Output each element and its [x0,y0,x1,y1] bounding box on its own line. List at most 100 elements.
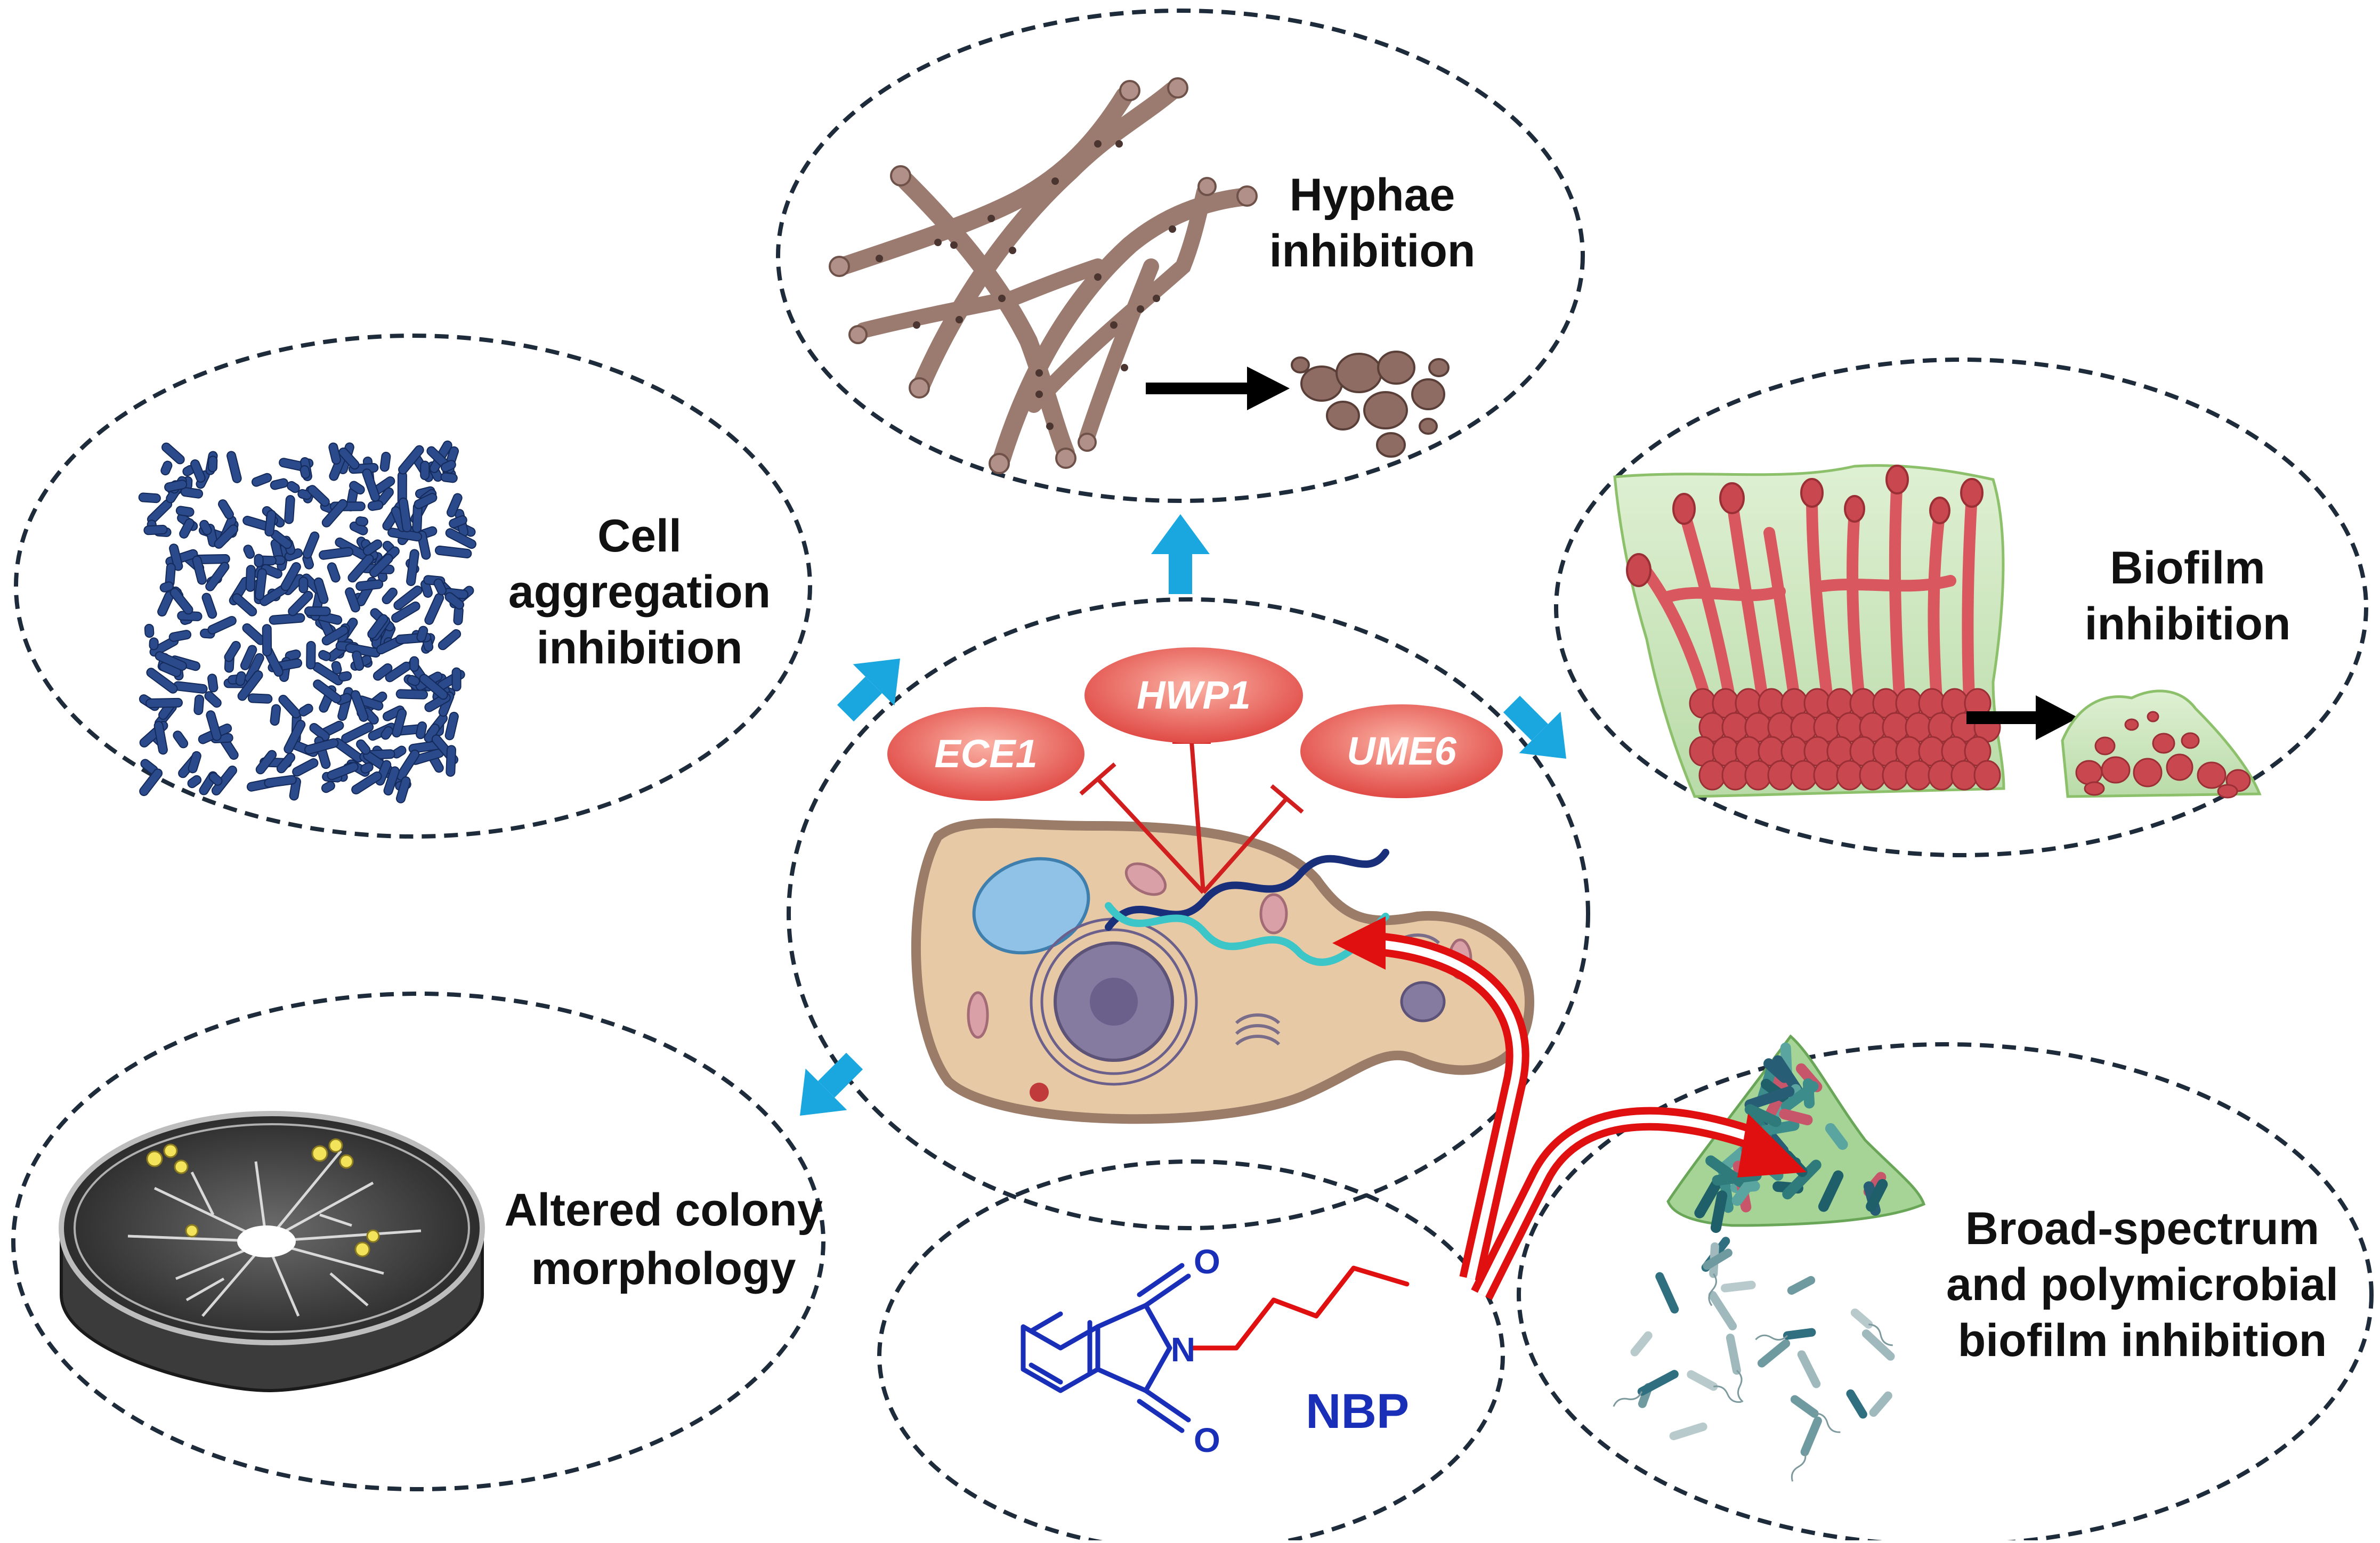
aggregate-cell [188,751,201,774]
aggregate-cell [434,545,472,558]
aggregate-cell [304,738,339,754]
nitrogen-atom: N [1171,1330,1195,1369]
aggregate-cell [208,772,223,786]
biofilm-base-cell [1973,760,2001,791]
broad-label-line-1: Broad-spectrum [1965,1203,2319,1254]
biofilm-base-cell [1950,760,1978,791]
aggregate-cell [341,722,374,743]
microbe [1720,1280,1756,1293]
aggregate-cell [406,549,419,586]
biofilm-rod [1710,1190,1728,1233]
aggregate-cell [247,693,273,704]
aggregate-cell [356,739,371,755]
aggregate-cell [362,468,381,502]
aggregate-cell [175,506,195,517]
aggregate-cell [179,518,195,539]
hyphae-label-line-1: Hyphae [1290,169,1455,221]
aggregate-cell [347,554,374,583]
aggregate-cell [327,762,359,781]
biofilm-rod [1802,1078,1815,1109]
aggregation-label-line-3: inhibition [537,622,743,673]
reduced-biofilm-icon [2061,689,2262,799]
aggregate-cell [373,663,393,681]
aggregate-cell [232,593,257,616]
aggregate-cell [420,460,430,481]
aggregate-cell [284,720,306,754]
aggregate-cell [297,489,312,500]
gene-label-ece1: ECE1 [934,732,1037,776]
biofilm-base-cell [1790,760,1818,791]
aggregate-cell [398,497,412,533]
aggregate-cell [206,710,222,741]
hyphae-label-line-2: inhibition [1269,225,1476,277]
hyphae-buds [829,77,1258,474]
biofilm-rod [1779,1109,1813,1126]
aggregate-cell [360,762,374,774]
nbp-to-cell-arrowhead [1332,916,1386,970]
aggregate-cell [419,673,448,700]
gene-ece1: ECE1 [887,707,1084,801]
microbe [1757,1339,1791,1368]
biofilm-panel [1554,358,2368,857]
biofilm-icon [1613,464,2005,798]
biofilm-base-cell [1836,760,1864,791]
aggregate-cell [168,630,192,642]
broad-label-line-3: biofilm inhibition [1958,1315,2327,1366]
aggregate-cell [262,624,272,657]
aggregate-cell [392,708,407,738]
aggregate-cell [355,516,369,527]
aggregate-cell [180,487,204,499]
biofilm-base-cell [1859,760,1887,791]
biofilm-rod [1763,1058,1790,1083]
aggregate-cell [153,721,168,755]
aggregate-cell [351,771,382,794]
gene-label-ume6: UME6 [1347,729,1456,773]
biofilm-rod [1818,1170,1844,1212]
aggregate-cell [193,694,205,716]
biofilm-base-cell [1744,760,1772,791]
compound-panel [877,1159,1505,1543]
biofilm-reduction-arrow [1966,695,2078,740]
aggregate-cell [226,451,242,483]
aggregate-cell [254,554,264,567]
aggregate-cell [207,673,218,693]
aggregate-cell [286,481,300,493]
aggregate-cell [444,592,465,610]
aggregate-cell [328,442,341,465]
aggregate-cell [367,500,384,511]
dna-helix-icon [1105,849,1389,966]
aggregation-label-line-2: aggregation [508,566,771,618]
aggregate-cell [302,531,320,559]
microbe [1861,1329,1895,1361]
yeast-cells-icon [1291,351,1450,458]
aggregate-cell [362,539,383,556]
microbe [1630,1331,1653,1357]
aggregate-cell [204,691,222,708]
aggregate-cell [143,525,168,535]
microbe [1755,1328,1816,1341]
aggregate-cell [321,499,348,527]
aggregate-cell [207,616,237,635]
aggregate-cell [159,581,174,592]
aggregate-cell [161,442,185,465]
aggregate-cell [383,766,400,796]
nbp-to-cell-arrow-inner [1364,939,1522,1280]
biofilm-label: Biofilm inhibition [2085,542,2291,649]
aggregate-cell [245,565,256,592]
aggregate-cell [292,758,319,777]
aggregate-cell [169,588,193,615]
broad-spectrum-panel [1517,1042,2374,1543]
gene-label-hwp1: HWP1 [1137,673,1251,717]
biofilm-base-cell [1813,760,1841,791]
aggregate-cell [379,451,391,472]
aggregate-cell [173,681,208,694]
aggregate-cell [144,623,155,638]
arrow-up-left-icon [837,659,900,722]
aggregate-cell [381,726,393,740]
microbe [1726,1333,1744,1403]
aggregate-cell [214,524,239,549]
biofilm-base-cell [1698,760,1726,791]
aggregate-cell [235,671,246,686]
aggregate-cell [349,481,365,495]
